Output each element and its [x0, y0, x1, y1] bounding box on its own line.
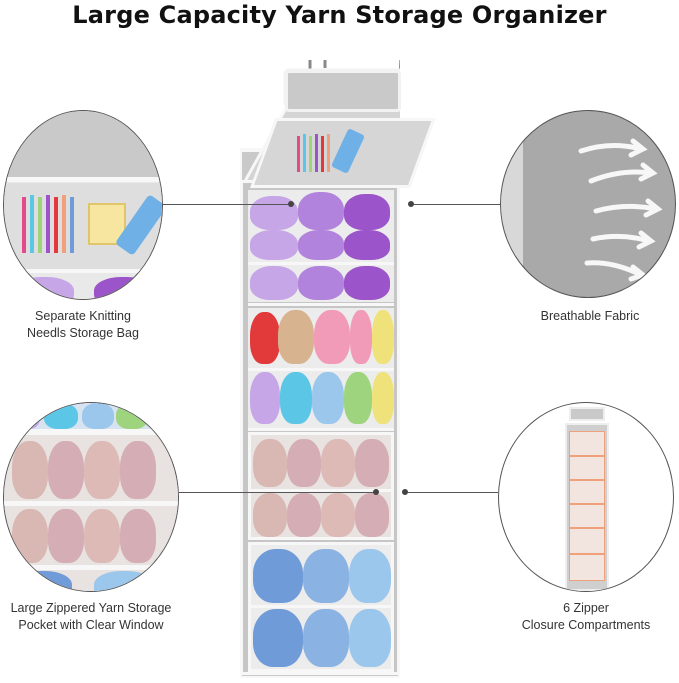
- callout-pocket-line2: Pocket with Clear Window: [18, 618, 164, 632]
- connector-dot-compartments: [402, 489, 408, 495]
- connector-dot-needles: [288, 201, 294, 207]
- compartment-4: [248, 542, 394, 672]
- compartment-3: [248, 432, 394, 540]
- connector-compartments: [406, 492, 498, 493]
- connector-pocket: [179, 492, 375, 493]
- callout-needles-line2: Needls Storage Bag: [27, 326, 139, 340]
- hanging-panel: [285, 70, 401, 112]
- airflow-arrows-icon: [578, 138, 663, 282]
- callout-needles-line1: Separate Knitting: [35, 309, 131, 323]
- pocket-closeup: [3, 402, 179, 592]
- callout-fabric-line1: Breathable Fabric: [540, 309, 640, 323]
- callout-pocket: Large Zippered Yarn Storage Pocket with …: [0, 600, 182, 634]
- compartments-closeup: [498, 402, 674, 592]
- callout-pocket-line1: Large Zippered Yarn Storage: [10, 601, 172, 615]
- callout-fabric: Breathable Fabric: [510, 308, 670, 325]
- callout-compartments: 6 Zipper Closure Compartments: [500, 600, 672, 634]
- needles-group: [295, 128, 375, 176]
- connector-needles: [163, 204, 291, 205]
- needle-bag-closeup: [3, 110, 163, 300]
- connector-dot-fabric: [408, 201, 414, 207]
- organizer-body: [240, 60, 436, 678]
- fabric-closeup: [500, 110, 676, 298]
- callout-needles: Separate Knitting Needls Storage Bag: [0, 308, 166, 342]
- callout-compartments-line2: Closure Compartments: [521, 618, 651, 632]
- callout-compartments-line1: 6 Zipper: [563, 601, 609, 615]
- connector-fabric: [412, 204, 500, 205]
- connector-dot-pocket: [373, 489, 379, 495]
- compartment-2: [248, 308, 394, 428]
- page-title: Large Capacity Yarn Storage Organizer: [72, 1, 607, 29]
- compartment-1: [248, 190, 394, 302]
